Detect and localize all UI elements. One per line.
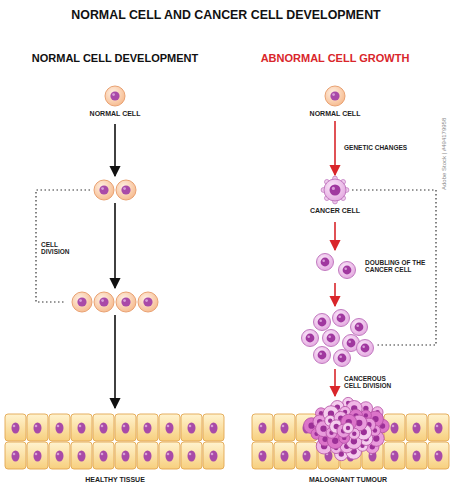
normal-cell: [94, 292, 114, 312]
cancer-cell: [339, 262, 356, 279]
normal-cell: [325, 86, 345, 106]
normal-cell: [72, 292, 92, 312]
cancer-cell: [317, 254, 334, 271]
arrow: [334, 283, 336, 306]
cell-node: CANCER CELL: [307, 176, 364, 217]
normal-cell: [116, 292, 136, 312]
arrow: [334, 369, 336, 396]
tissue: [5, 414, 224, 469]
cell-node: NORMAL CELL: [87, 84, 144, 120]
watermark: Adobe Stock | #494179958: [441, 118, 448, 190]
normal-cell: [94, 180, 114, 200]
arrow: [114, 124, 116, 176]
normal-cell: [138, 292, 158, 312]
cell-label: CANCER CELL: [307, 207, 364, 214]
cell-node: NORMAL CELL: [307, 84, 364, 120]
bracket: [36, 190, 90, 302]
arrow: [114, 203, 116, 288]
normal-cell: [116, 180, 136, 200]
cell-label: MALOGNANT TUMOUR: [249, 476, 447, 483]
bracket: [352, 190, 436, 345]
arrow: [334, 222, 336, 250]
arrow-connector: [334, 121, 336, 175]
bracket-label: DOUBLING OF THE CANCER CELL: [365, 259, 431, 274]
normal-cell: [105, 86, 125, 106]
tumour-node: MALOGNANT TUMOUR: [249, 396, 447, 486]
tissue-node: HEALTHY TISSUE: [4, 412, 226, 486]
cell-label: NORMAL CELL: [307, 110, 364, 117]
column-heading: ABNORMAL CELL GROWTH: [235, 52, 435, 65]
arrow-label: GENETIC CHANGES: [344, 144, 407, 151]
bracket-label: CELL DIVISION: [41, 241, 81, 256]
cancer-cell-cluster: [302, 310, 374, 367]
title: NORMAL CELL AND CANCER CELL DEVELOPMENT: [0, 8, 452, 22]
arrow-label: CANCEROUS CELL DIVISION: [344, 375, 404, 390]
tissue: [252, 414, 449, 469]
column-heading: NORMAL CELL DEVELOPMENT: [15, 52, 215, 65]
arrow: [114, 315, 116, 408]
cell-label: HEALTHY TISSUE: [4, 476, 226, 483]
cancer-cell: [321, 176, 349, 204]
tumour: [304, 397, 390, 460]
cell-label: NORMAL CELL: [87, 110, 144, 117]
